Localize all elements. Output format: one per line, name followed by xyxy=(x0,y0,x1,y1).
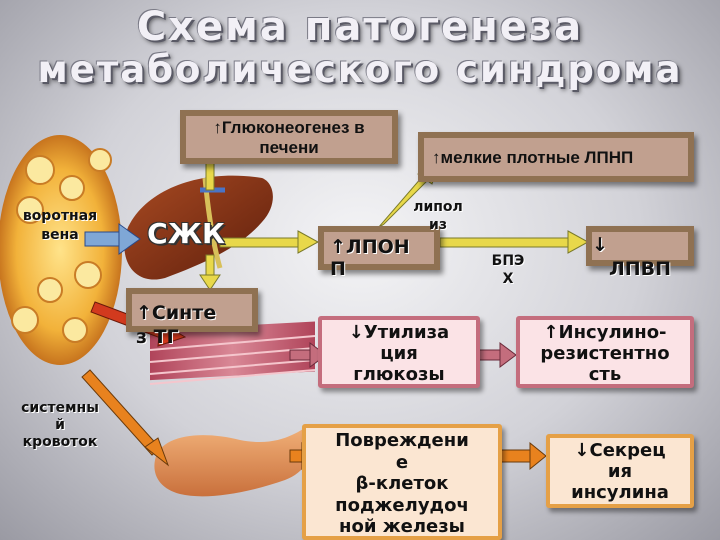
tg-synthesis-label-line1: ↑Синте xyxy=(136,302,217,324)
glucose-utilization-line1: ↓Утилиза xyxy=(348,322,450,343)
gluconeogenesis-box: ↑Глюконеогенез в печени xyxy=(180,110,398,164)
up-arrow-symbol: ↑ xyxy=(432,148,441,167)
arrow-portal-to-liver xyxy=(84,223,141,255)
insulin-resistance-line2: резистентно xyxy=(540,343,670,364)
beta-cell-damage-line4: поджелудоч xyxy=(335,494,469,516)
portal-vein-label-line1: воротная xyxy=(22,208,98,224)
systemic-circulation-label: системны й кровоток xyxy=(8,400,112,451)
vldl-label-line2: П xyxy=(330,258,346,280)
hdl-label-line1: ↓ xyxy=(592,234,608,256)
adipose-tissue-image xyxy=(0,135,122,365)
systemic-label-line1: системны xyxy=(21,400,99,416)
cetp-label-line1: БПЭ xyxy=(491,253,525,269)
gluconeogenesis-label: Глюконеогенез в xyxy=(221,118,365,137)
lipolysis-label-line2: из xyxy=(429,217,447,233)
small-dense-ldl-label: мелкие плотные ЛПНП xyxy=(440,148,634,167)
insulin-resistance-line3: сть xyxy=(588,364,622,385)
glucose-utilization-box: ↓Утилиза ция глюкозы xyxy=(318,316,480,388)
page-title-line1: Схема патогенеза xyxy=(136,4,584,50)
arrow-vldl-to-hdl xyxy=(439,230,590,254)
cetp-label-line2: Х xyxy=(502,271,514,287)
glucose-utilization-line2: ция xyxy=(380,343,418,364)
hdl-box xyxy=(586,226,694,266)
glucose-utilization-line3: глюкозы xyxy=(353,364,445,385)
arrow-liver-to-tg xyxy=(199,254,221,291)
arrow-liver-to-vldl xyxy=(219,230,320,254)
cetp-label: БПЭ Х xyxy=(480,252,536,288)
lipolysis-label: липол из xyxy=(410,198,466,234)
insulin-secretion-line2: ия xyxy=(607,461,633,482)
insulin-secretion-line1: ↓Секрец xyxy=(574,440,666,461)
beta-cell-damage-line1: Повреждени xyxy=(335,430,469,451)
insulin-secretion-box: ↓Секрец ия инсулина xyxy=(546,434,694,508)
portal-vein-label: воротная вена xyxy=(8,207,112,245)
hdl-label: ↓ ЛПВП xyxy=(592,233,688,281)
ffa-label: СЖК xyxy=(146,218,226,250)
arrow-adipose-to-pancreas xyxy=(81,369,170,467)
beta-cell-damage-box: Повреждени е β-клеток поджелудоч ной жел… xyxy=(302,424,502,540)
up-arrow-symbol: ↑ xyxy=(213,118,222,137)
ffa-label-text: СЖК xyxy=(147,217,225,250)
systemic-label-line2: й xyxy=(55,417,65,433)
vldl-box xyxy=(318,226,440,270)
insulin-secretion-line3: инсулина xyxy=(571,482,669,503)
page-title-line2: метаболического синдрома xyxy=(37,48,683,91)
muscle-image xyxy=(149,321,316,385)
small-dense-ldl-box: ↑мелкие плотные ЛПНП xyxy=(418,132,694,182)
tg-synthesis-label-line2: з ТГ xyxy=(136,326,179,348)
portal-vein-label-line2: вена xyxy=(41,227,79,243)
tg-synthesis-box xyxy=(126,288,258,332)
vldl-label: ↑ЛПОН П xyxy=(330,236,450,280)
hdl-label-line2: ЛПВП xyxy=(608,258,672,280)
systemic-label-line3: кровоток xyxy=(22,434,98,450)
tg-synthesis-label: ↑Синте з ТГ xyxy=(136,301,266,349)
arrow-damage-to-secretion xyxy=(499,441,547,471)
beta-cell-damage-line5: ной железы xyxy=(339,516,465,537)
lipolysis-label-line1: липол xyxy=(413,199,463,215)
beta-cell-damage-line3: β-клеток xyxy=(355,473,449,494)
arrow-glucose-to-resistance xyxy=(477,342,517,368)
pancreas-image xyxy=(154,425,315,497)
gluconeogenesis-label-line2: печени xyxy=(259,138,319,157)
insulin-resistance-box: ↑Инсулино- резистентно сть xyxy=(516,316,694,388)
insulin-resistance-line1: ↑Инсулино- xyxy=(543,322,667,343)
beta-cell-damage-line2: е xyxy=(395,451,409,473)
vldl-label-line1: ↑ЛПОН xyxy=(330,236,410,258)
